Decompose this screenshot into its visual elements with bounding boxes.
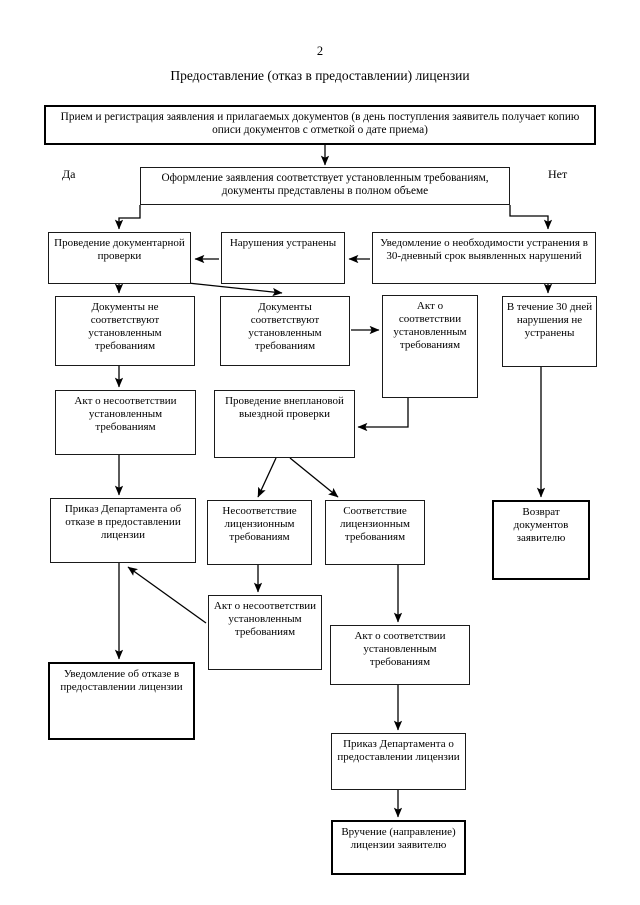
node-violations-fixed[interactable]: Нарушения устранены	[221, 232, 345, 284]
node-return-documents-label: Возврат документов заявителю	[513, 506, 569, 544]
node-act-noncompliance-label: Акт о несоответствии установленным требо…	[74, 395, 177, 433]
node-refusal-notice[interactable]: Уведомление об отказе в предоставлении л…	[48, 662, 195, 740]
branch-label-yes: Да	[62, 167, 76, 181]
node-intake-label: Прием и регистрация заявления и прилагае…	[60, 111, 580, 137]
node-doc-check-label: Проведение документарной проверки	[54, 237, 185, 262]
node-docs-compliant[interactable]: Документы соответствуют установленным тр…	[220, 296, 350, 366]
node-delivery[interactable]: Вручение (направление) лицензии заявител…	[331, 820, 466, 875]
node-within-30-days-label: В течение 30 дней нарушения не устранены	[506, 301, 593, 339]
node-docs-compliant-label: Документы соответствуют установленным тр…	[248, 301, 322, 352]
branch-label-no: Нет	[548, 167, 568, 181]
node-order-grant-label: Приказ Департамента о предоставлении лиц…	[337, 738, 460, 763]
node-return-documents[interactable]: Возврат документов заявителю	[492, 500, 590, 580]
node-act-noncompliance-2[interactable]: Акт о несоответствии установленным требо…	[208, 595, 322, 670]
page-number: 2	[316, 44, 324, 58]
node-order-refusal[interactable]: Приказ Департамента об отказе в предоста…	[50, 498, 196, 563]
node-license-compliance-label: Соответствие лицензионным требованиям	[340, 505, 410, 543]
node-license-noncompliance[interactable]: Несоответствие лицензионным требованиям	[207, 500, 312, 565]
node-act-compliance-2[interactable]: Акт о соответствии установленным требова…	[330, 625, 470, 685]
node-within-30-days[interactable]: В течение 30 дней нарушения не устранены	[502, 296, 597, 367]
node-notification-30d-label: Уведомление о необходимости устранения в…	[380, 237, 588, 262]
node-docs-not-compliant[interactable]: Документы не соответствуют установленным…	[55, 296, 195, 366]
node-field-inspection[interactable]: Проведение внеплановой выездной проверки	[214, 390, 355, 458]
node-decision[interactable]: Оформление заявления соответствует устан…	[140, 167, 510, 205]
node-violations-fixed-label: Нарушения устранены	[229, 237, 337, 249]
node-act-noncompliance-2-label: Акт о несоответствии установленным требо…	[213, 600, 317, 638]
node-order-grant[interactable]: Приказ Департамента о предоставлении лиц…	[331, 733, 466, 790]
node-act-noncompliance[interactable]: Акт о несоответствии установленным требо…	[55, 390, 196, 455]
node-act-compliance-label: Акт о соответствии установленным требова…	[393, 300, 467, 351]
node-intake[interactable]: Прием и регистрация заявления и прилагае…	[44, 105, 596, 145]
node-decision-label: Оформление заявления соответствует устан…	[161, 172, 489, 198]
node-order-refusal-label: Приказ Департамента об отказе в предоста…	[64, 503, 182, 541]
node-license-compliance[interactable]: Соответствие лицензионным требованиям	[325, 500, 425, 565]
node-doc-check[interactable]: Проведение документарной проверки	[48, 232, 191, 284]
node-act-compliance-2-label: Акт о соответствии установленным требова…	[354, 630, 446, 668]
page-title: Предоставление (отказ в предоставлении) …	[170, 68, 470, 83]
node-docs-not-compliant-label: Документы не соответствуют установленным…	[88, 301, 162, 352]
node-act-compliance[interactable]: Акт о соответствии установленным требова…	[382, 295, 478, 398]
node-delivery-label: Вручение (направление) лицензии заявител…	[341, 826, 456, 851]
node-notification-30d[interactable]: Уведомление о необходимости устранения в…	[372, 232, 596, 284]
node-refusal-notice-label: Уведомление об отказе в предоставлении л…	[60, 668, 183, 693]
node-license-noncompliance-label: Несоответствие лицензионным требованиям	[222, 505, 297, 543]
node-field-inspection-label: Проведение внеплановой выездной проверки	[225, 395, 344, 420]
